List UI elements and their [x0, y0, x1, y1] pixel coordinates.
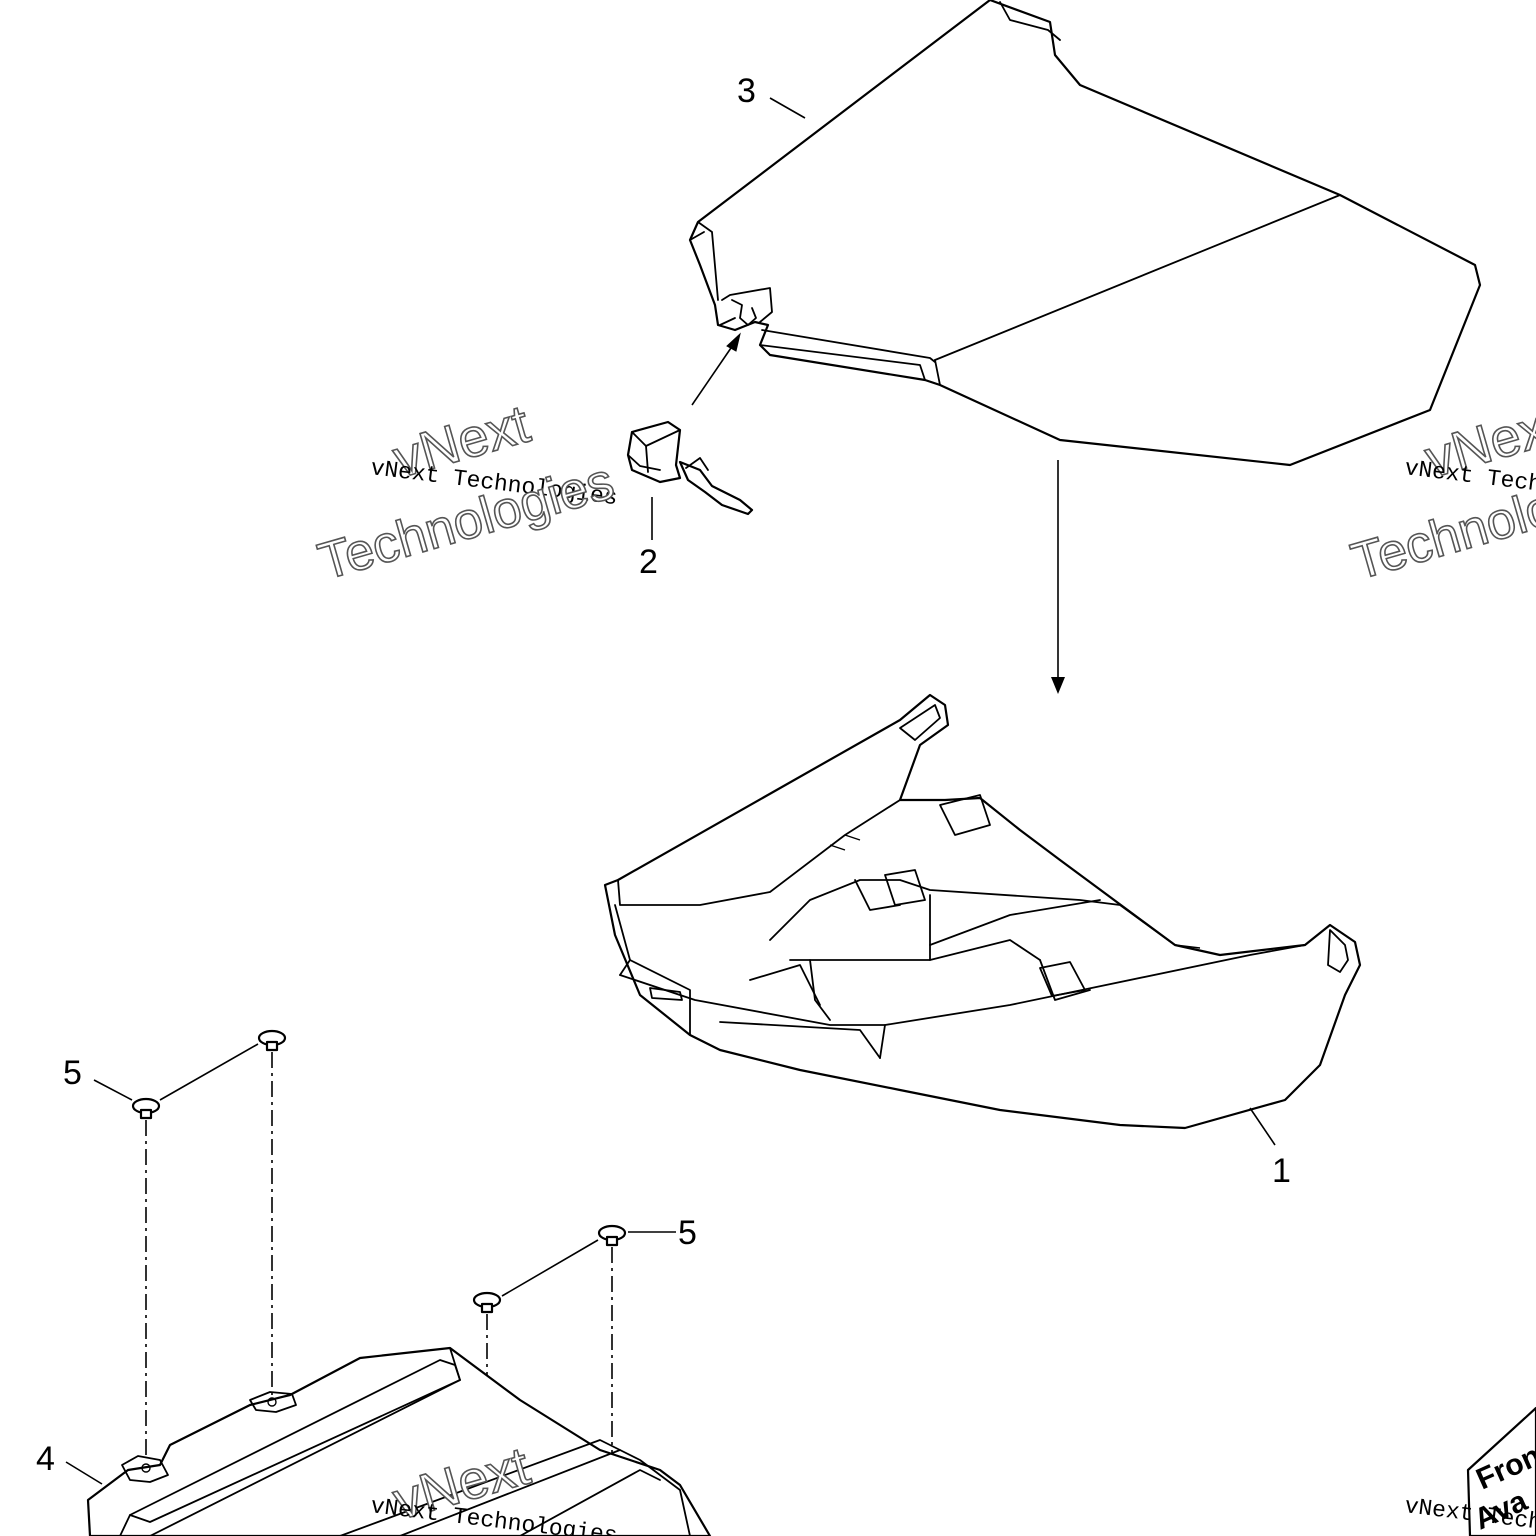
callout-1: 1 [1272, 1152, 1291, 1190]
leader-rivet-pair-b [501, 1239, 599, 1297]
leader-1 [1249, 1107, 1276, 1146]
callout-3: 3 [737, 72, 756, 110]
part-5-rivet-a [131, 1097, 161, 1120]
arrow-2-to-3 [691, 332, 741, 406]
part-5-rivet-b [257, 1029, 287, 1052]
leader-rivet-pair-a [159, 1043, 259, 1101]
part-1-fairing [603, 693, 1362, 1130]
part-3-windshield [688, 0, 1482, 467]
part-4-panel [86, 1346, 712, 1536]
callout-2: 2 [639, 543, 658, 581]
watermark-1: vNext vNext Technologies Technologies [312, 393, 621, 592]
leader-3 [769, 97, 806, 119]
callout-5b: 5 [678, 1214, 697, 1252]
arrow-3-to-1 [1051, 460, 1065, 694]
leader-4 [65, 1461, 103, 1485]
part-5-rivet-c [472, 1291, 502, 1314]
part-5-rivet-d [597, 1224, 627, 1247]
part-2-clip [626, 420, 754, 516]
callout-4: 4 [36, 1440, 55, 1478]
leader-5a [93, 1079, 133, 1101]
callout-5a: 5 [63, 1054, 82, 1092]
